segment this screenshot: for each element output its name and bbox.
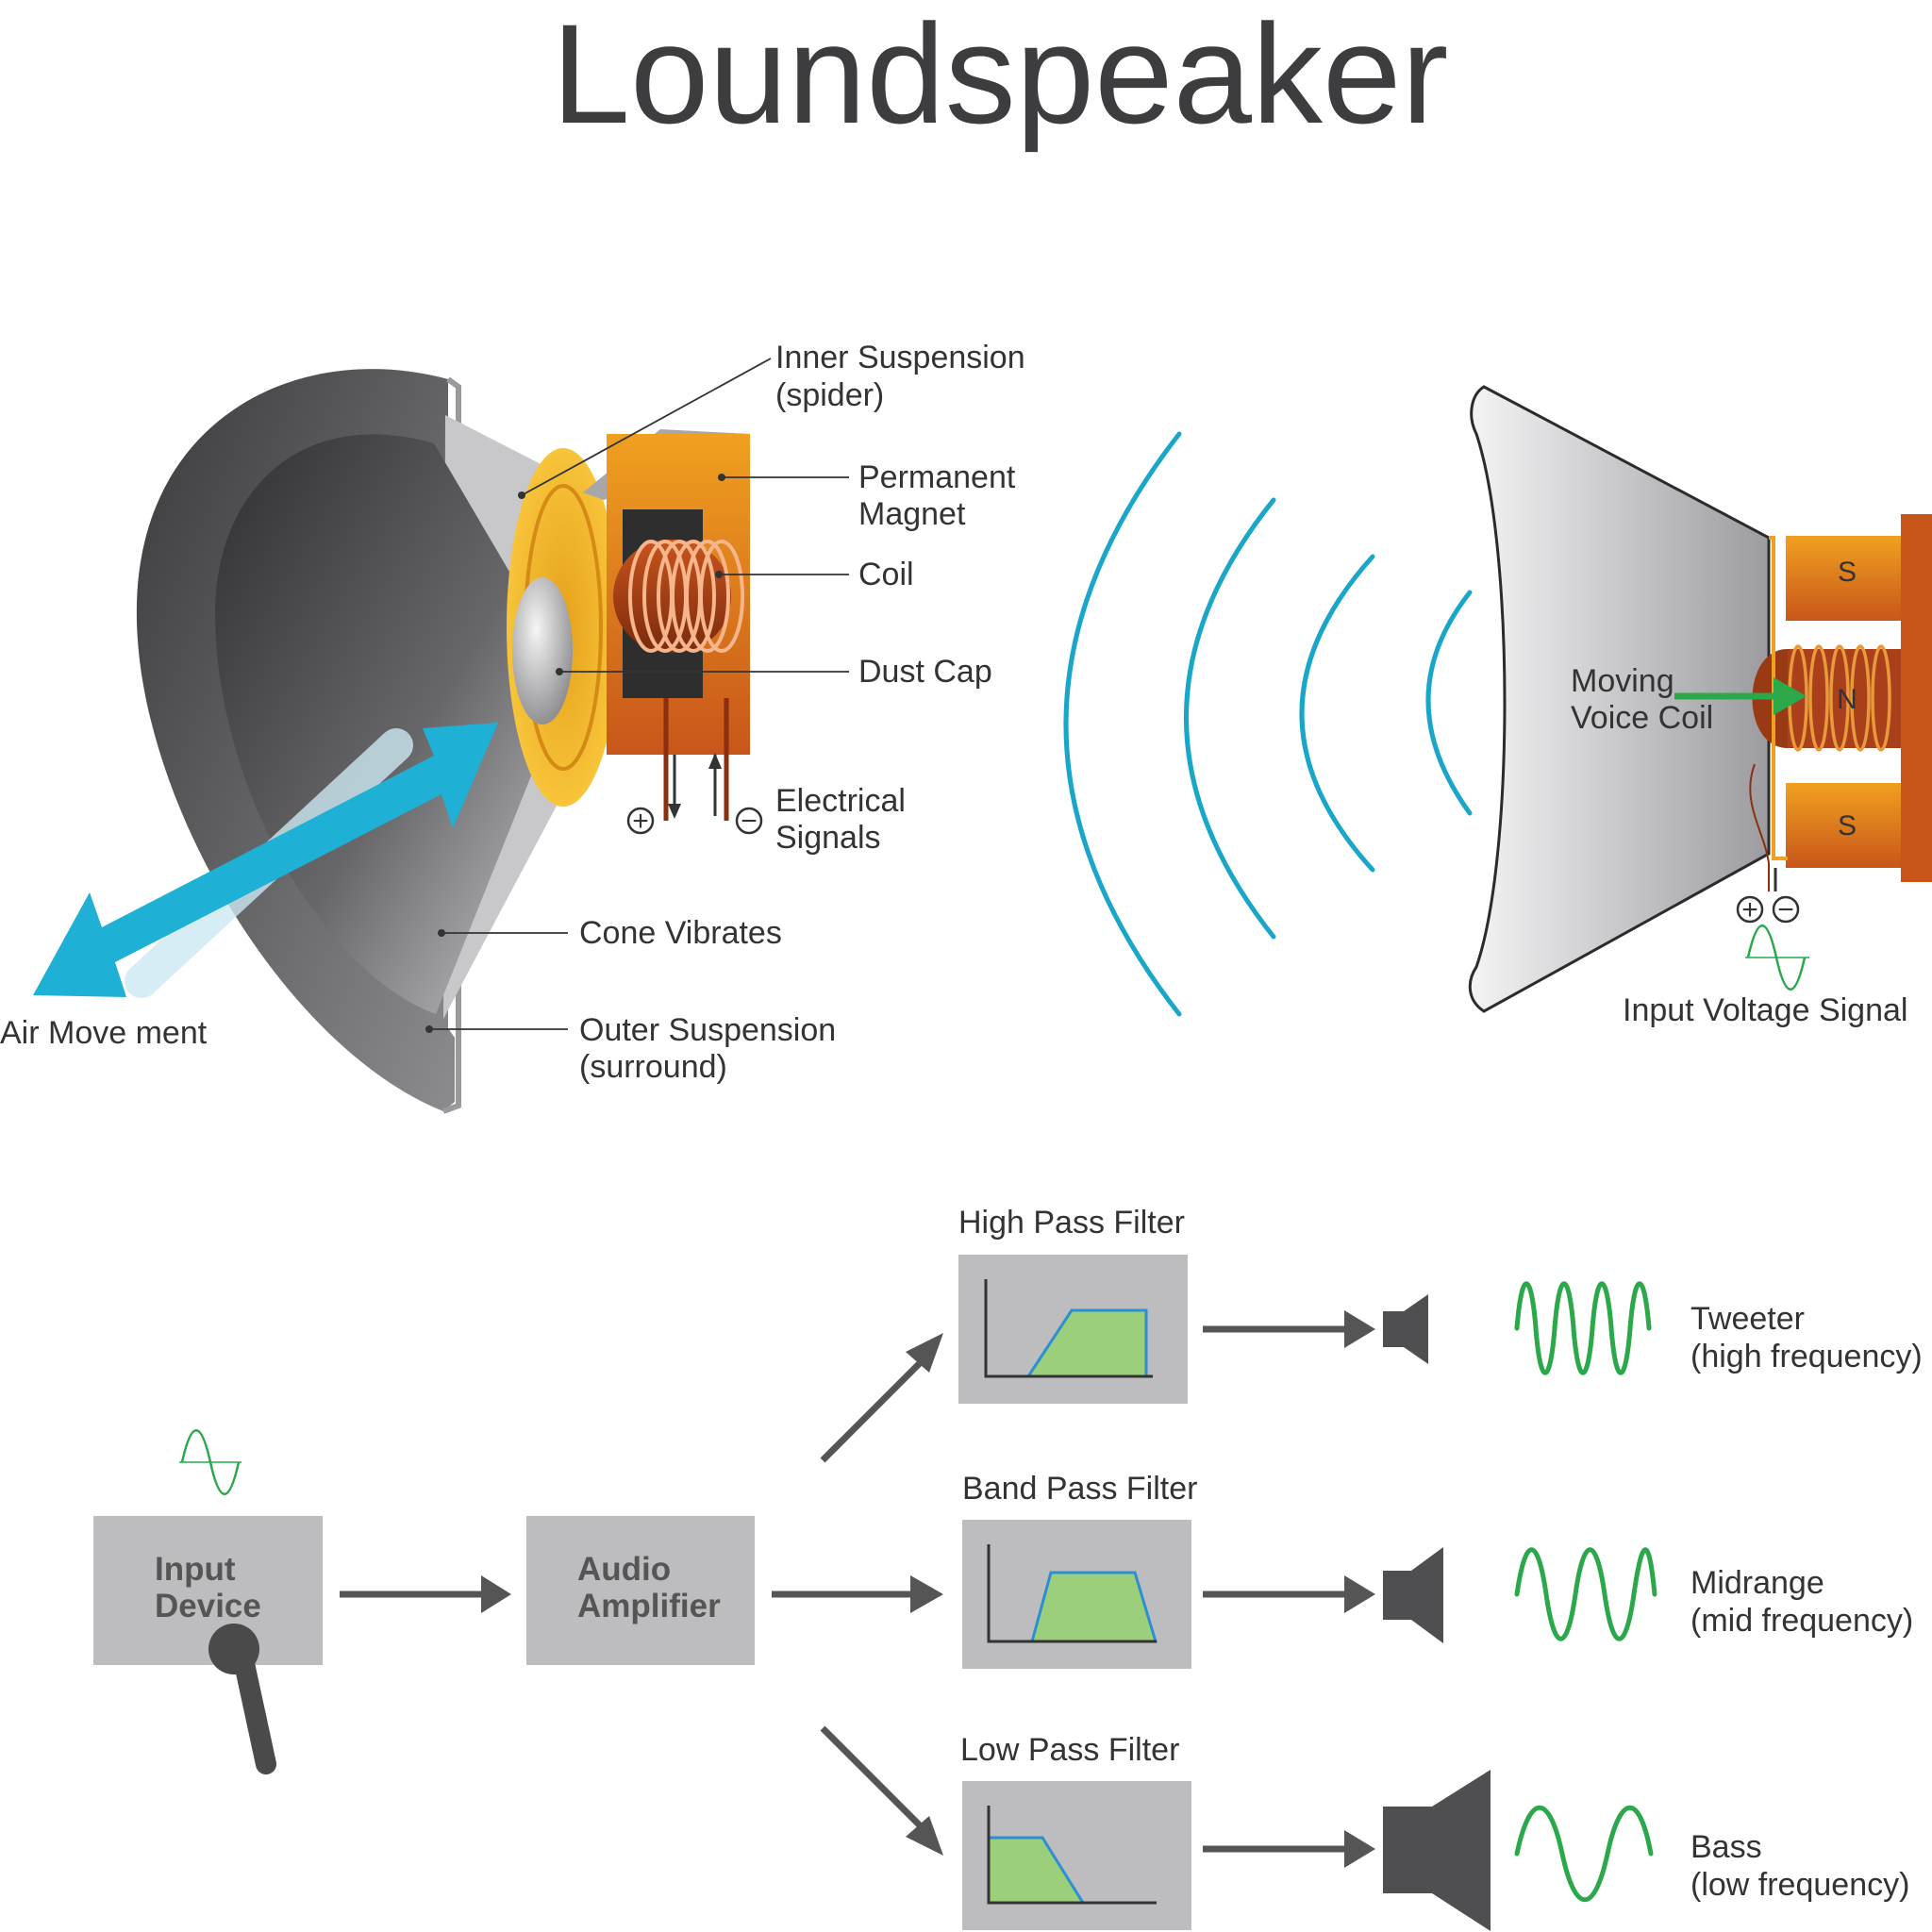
input-device-label: Input [155, 1551, 236, 1588]
band-pass-filter-title: Band Pass Filter [962, 1471, 1197, 1507]
outer-suspension-sublabel: (surround) [579, 1049, 727, 1085]
electrical-signals-sublabel: Signals [775, 820, 881, 856]
audio-amplifier-label: Audio [577, 1551, 671, 1588]
low-pass-axes [987, 1806, 1157, 1905]
signal-chain: Input Device Audio Amplifier [93, 1205, 1923, 1931]
pole-top-label: S [1838, 557, 1857, 588]
bass-speaker-icon [1383, 1770, 1491, 1931]
bass-sublabel: (low frequency) [1690, 1867, 1909, 1903]
magnet-pole-bottom [1786, 783, 1901, 868]
air-movement-arrow [33, 723, 498, 997]
sound-wave-2 [1184, 497, 1276, 940]
band-pass-response-fill [1030, 1571, 1158, 1643]
arrow-amp-to-high [820, 1356, 927, 1463]
air-movement-label: Air Move ment [0, 1015, 208, 1051]
section-terminal-minus-icon [1772, 895, 1800, 924]
arrow-band-to-speaker-head [1344, 1575, 1375, 1613]
outer-suspension-label: Outer Suspension [579, 1012, 836, 1048]
arrow-low-to-speaker-head [1344, 1830, 1375, 1868]
bass-wave-icon [1514, 1806, 1654, 1902]
sound-wave-1 [1063, 431, 1182, 1017]
arrow-amp-to-band-head [910, 1575, 943, 1613]
section-terminal-minus-symbol: − [1777, 894, 1794, 925]
midrange-speaker-icon [1383, 1547, 1443, 1643]
sound-waves [1063, 431, 1473, 1017]
coil-label: Coil [858, 557, 914, 592]
cone-vibrates-label: Cone Vibrates [579, 915, 782, 951]
audio-amplifier-block [526, 1516, 755, 1665]
arrow-amp-to-low-head [906, 1816, 943, 1856]
pole-bottom-label: S [1838, 810, 1857, 841]
inner-suspension-sublabel: (spider) [775, 377, 884, 413]
tweeter-sublabel: (high frequency) [1690, 1339, 1923, 1374]
section-wire [1749, 763, 1770, 891]
signal-arrow-down-head [668, 804, 681, 819]
section-speaker: S N S + − [1468, 385, 1932, 1013]
leader-dots [425, 474, 725, 1033]
arrow-high-to-speaker-head [1344, 1310, 1375, 1348]
input-device-block [93, 1516, 323, 1665]
tweeter-label: Tweeter [1690, 1301, 1805, 1337]
high-pass-axes [984, 1279, 1153, 1378]
audio-amplifier-sublabel: Amplifier [577, 1588, 721, 1624]
tweeter-speaker-icon [1383, 1294, 1428, 1364]
magnet-back-plate [1901, 514, 1932, 882]
tweeter-wave-icon [1514, 1281, 1652, 1375]
magnet-pole-top [1786, 536, 1901, 621]
section-terminal-plus-symbol: + [1741, 894, 1758, 925]
arrow-amp-to-low [820, 1725, 927, 1833]
speaker-cone [215, 434, 566, 1015]
terminal-minus-icon [735, 807, 763, 835]
input-voltage-signal-label: Input Voltage Signal [1623, 992, 1907, 1028]
permanent-magnet-label: Permanent [858, 459, 1016, 495]
sound-wave-3 [1299, 554, 1375, 873]
leader-lines [429, 358, 849, 1030]
inner-suspension-label: Inner Suspension [775, 340, 1025, 375]
arrow-input-to-amp-head [481, 1575, 511, 1613]
pole-center-label: N [1837, 684, 1857, 715]
microphone-icon [208, 1624, 276, 1774]
page-title: Loundspeaker [552, 0, 1449, 153]
cutaway-speaker: + − [33, 369, 763, 1114]
moving-voice-coil-sublabel: Voice Coil [1571, 700, 1713, 736]
moving-voice-coil-label: Moving [1571, 663, 1674, 699]
section-terminal-plus-icon [1736, 895, 1764, 924]
signal-arrow-up-head [708, 753, 722, 769]
horn-body [1468, 385, 1771, 1013]
arrow-amp-to-high-head [906, 1333, 943, 1373]
dust-cap-label: Dust Cap [858, 654, 992, 690]
dust-cap [512, 577, 573, 724]
bass-label: Bass [1690, 1829, 1762, 1865]
electrical-signals-label: Electrical [775, 783, 906, 819]
high-pass-filter-title: High Pass Filter [958, 1205, 1185, 1241]
voice-coil-motion-arrowhead [1774, 677, 1807, 715]
input-device-sublabel: Device [155, 1588, 261, 1624]
permanent-magnet-sublabel: Magnet [858, 496, 966, 532]
midrange-sublabel: (mid frequency) [1690, 1603, 1913, 1639]
low-pass-filter-title: Low Pass Filter [960, 1732, 1179, 1768]
terminal-plus-symbol: + [632, 806, 649, 837]
flow-arrows [340, 1310, 1375, 1868]
terminal-minus-symbol: − [741, 806, 758, 837]
terminal-plus-icon [626, 807, 655, 835]
midrange-wave-icon [1514, 1547, 1657, 1641]
sound-wave-4 [1425, 590, 1473, 816]
midrange-label: Midrange [1690, 1565, 1824, 1601]
band-pass-axes [987, 1544, 1157, 1643]
section-coil-windings [1788, 644, 1891, 752]
coil-windings [628, 540, 744, 653]
